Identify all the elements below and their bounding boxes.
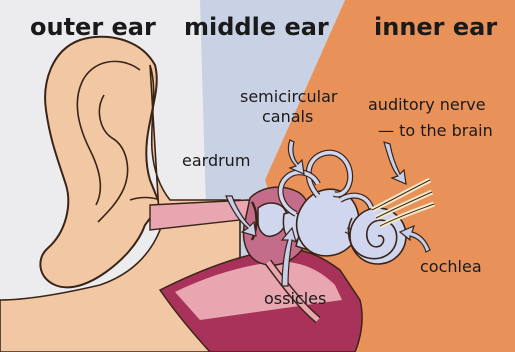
cochlea-label: cochlea bbox=[420, 257, 482, 276]
eardrum-label: eardrum bbox=[182, 151, 250, 170]
middle-ear-title: middle ear bbox=[184, 13, 329, 41]
inner-ear-title: inner ear bbox=[374, 13, 497, 41]
auditory-nerve-label-line1: auditory nerve bbox=[368, 95, 486, 114]
auditory-nerve-label-line2: — to the brain bbox=[378, 121, 493, 140]
outer-ear-title: outer ear bbox=[30, 13, 156, 41]
ossicles-label: ossicles bbox=[264, 289, 326, 308]
semicircular-canals-label-line2: canals bbox=[262, 107, 313, 126]
semicircular-canals-label-line1: semicircular bbox=[240, 87, 338, 106]
